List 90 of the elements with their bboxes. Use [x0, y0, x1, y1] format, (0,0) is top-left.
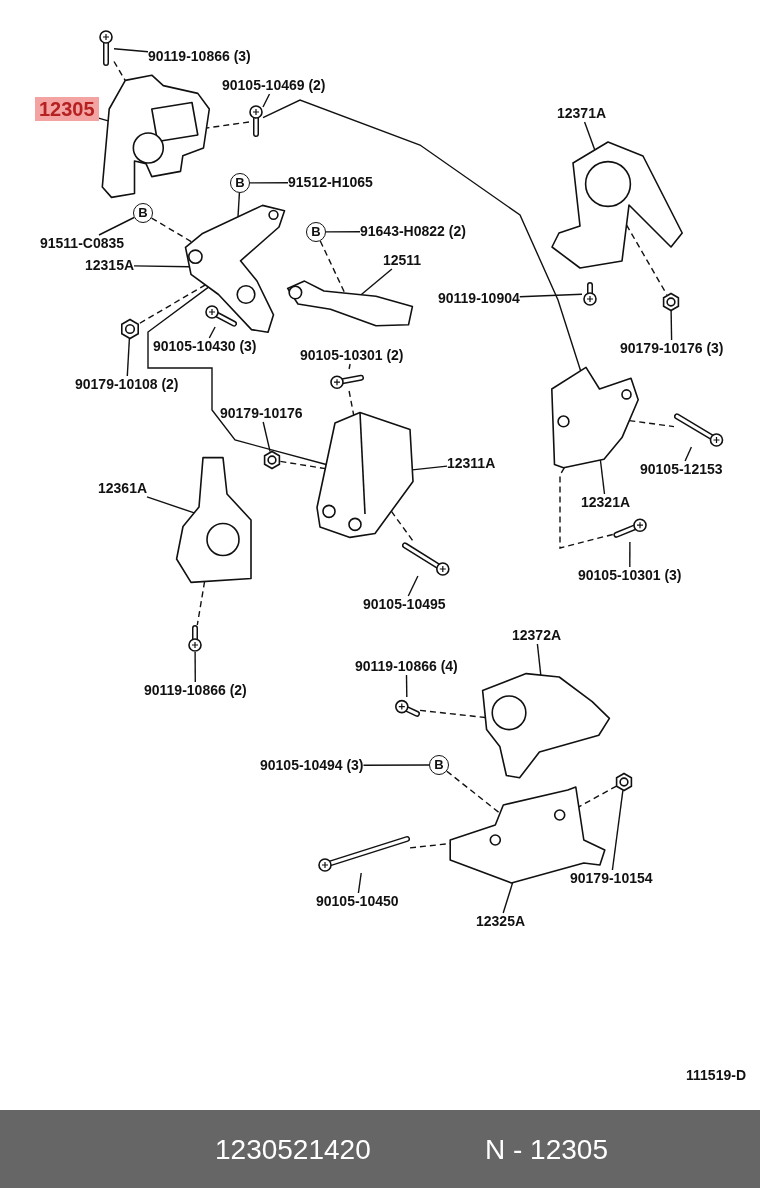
dashed-line [196, 580, 206, 626]
part-number: 12325A [476, 913, 526, 930]
part-number: 90179-10154 [570, 870, 653, 887]
circled-letter: B [306, 222, 326, 242]
leader-line [357, 872, 362, 894]
leader-line [98, 216, 135, 236]
leader-line [237, 192, 241, 218]
part-number: 90119-10866 (2) [144, 682, 247, 699]
nut-icon [119, 318, 141, 340]
dashed-line [279, 460, 326, 470]
bolt-icon [205, 305, 237, 327]
part-number: 90119-10866 (4) [355, 658, 458, 675]
part-number: 1230521420 [215, 1134, 371, 1166]
bolt-icon [318, 833, 410, 873]
leader-line [407, 575, 419, 597]
dashed-line [446, 770, 501, 814]
nut-icon [660, 292, 682, 312]
reference-number: N - 12305 [485, 1134, 608, 1166]
nut-icon [614, 771, 634, 793]
leader-line [536, 643, 542, 676]
circled-letter: B [429, 755, 449, 775]
bolt-icon [98, 30, 114, 66]
part-number: 90105-10301 (2) [300, 347, 404, 364]
part-number: 90105-10301 (3) [578, 567, 682, 584]
leader-line [670, 309, 673, 341]
part-number: 91512-H1065 [288, 174, 373, 191]
leader-line [147, 286, 327, 466]
part-number: 90179-10108 (2) [75, 376, 179, 393]
circled-letter: B [133, 203, 153, 223]
leader-line [194, 651, 196, 683]
part-number: 91511-C0835 [40, 235, 125, 252]
dashed-line [137, 284, 207, 325]
bracket-drawing [315, 410, 415, 540]
highlighted-part-number: 12305 [35, 97, 99, 121]
leader-line [405, 674, 408, 698]
leader-line [249, 182, 289, 184]
leader-line [583, 121, 596, 151]
part-number: 12511 [383, 252, 422, 269]
part-number: 12311A [447, 455, 496, 472]
dashed-line [348, 390, 355, 416]
part-number: 12315A [85, 257, 135, 274]
leader-line [325, 231, 361, 233]
bolt-icon [674, 413, 724, 447]
leader-line [519, 293, 583, 298]
dashed-line [628, 419, 675, 428]
drawing-number: 111519-D [686, 1067, 746, 1083]
leader-line [113, 48, 149, 53]
part-number: 12371A [557, 105, 607, 122]
part-number: 90119-10904 [438, 290, 520, 307]
leader-line [208, 326, 216, 339]
part-number: 90105-12153 [640, 461, 723, 478]
part-number: 90105-10495 [363, 596, 446, 613]
dashed-line [390, 510, 415, 543]
nut-icon [262, 450, 282, 470]
dashed-line [319, 240, 346, 294]
part-number: 12372A [512, 627, 562, 644]
leader-line [599, 459, 606, 495]
part-number: 12361A [98, 480, 148, 497]
part-number: 91643-H0822 (2) [360, 223, 466, 240]
leader-line [262, 421, 271, 453]
dashed-line [150, 217, 193, 243]
leader-line [262, 93, 271, 108]
dashed-line [559, 467, 614, 549]
leader-line [629, 541, 631, 568]
leader-line [262, 99, 582, 372]
part-number: 90105-10450 [316, 893, 399, 910]
dashed-line [113, 60, 126, 82]
leader-line [611, 789, 624, 871]
leader-line [146, 496, 195, 514]
part-number: 12321A [581, 494, 631, 511]
leader-line [502, 882, 514, 914]
engine-mount-drawing [175, 455, 255, 585]
part-number: 90105-10430 (3) [153, 338, 257, 355]
leader-line [362, 764, 430, 766]
circled-letter: B [230, 173, 250, 193]
leader-line [126, 337, 131, 377]
bolt-icon [249, 105, 263, 137]
torque-rod-drawing [285, 278, 415, 330]
part-number: 90105-10469 (2) [222, 77, 326, 94]
leader-line [348, 363, 351, 370]
bolt-icon [402, 542, 450, 576]
bolt-icon [187, 625, 203, 652]
part-number: 90179-10176 (3) [620, 340, 724, 357]
part-number: 90105-10494 (3) [260, 757, 364, 774]
part-number: 90179-10176 [220, 405, 303, 422]
leader-line [360, 268, 393, 296]
part-number: 90119-10866 (3) [148, 48, 251, 65]
leader-line [684, 446, 693, 462]
dashed-line [578, 785, 618, 808]
bolt-icon [582, 282, 598, 306]
